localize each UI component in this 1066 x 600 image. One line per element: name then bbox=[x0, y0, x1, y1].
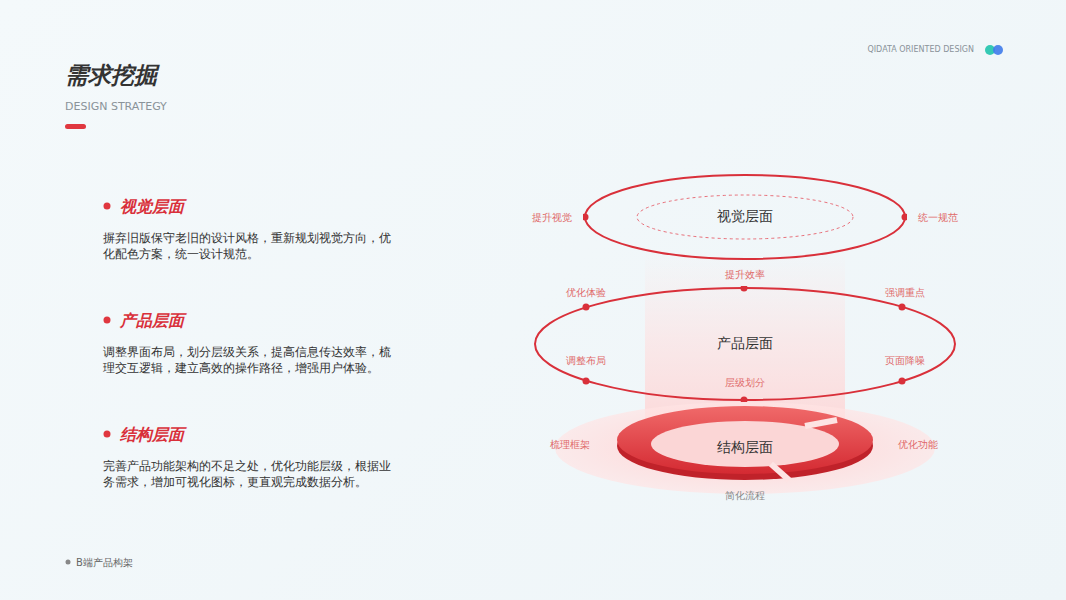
annotation: 统一规范 bbox=[918, 211, 958, 225]
annotation: 页面降噪 bbox=[885, 354, 925, 368]
annotation: 优化体验 bbox=[566, 286, 606, 300]
annotation: 梳理框架 bbox=[550, 438, 590, 452]
annotation: 层级划分 bbox=[725, 376, 765, 390]
layer-ellipse: 结构层面 bbox=[553, 400, 937, 496]
layer-name: 产品层面 bbox=[717, 335, 773, 353]
annotation: 提升视觉 bbox=[532, 211, 572, 225]
brand-text: QIDATA ORIENTED DESIGN bbox=[867, 45, 974, 54]
annotation: 提升效率 bbox=[725, 268, 765, 282]
section-body: 摒弃旧版保守老旧的设计风格，重新规划视觉方向，优化配色方案，统一设计规范。 bbox=[103, 230, 393, 262]
accent-bar bbox=[65, 124, 86, 129]
subtitle: DESIGN STRATEGY bbox=[65, 100, 167, 113]
bullet-dot bbox=[104, 431, 111, 438]
section-heading: 产品层面 bbox=[120, 311, 184, 332]
layer-ellipse: 视觉层面 bbox=[583, 173, 907, 261]
layer-name: 视觉层面 bbox=[717, 208, 773, 226]
bullet-dot bbox=[104, 203, 111, 210]
layer-name: 结构层面 bbox=[717, 439, 773, 457]
section-body: 完善产品功能架构的不足之处，优化功能层级，根据业务需求，增加可视化图标，更直观完… bbox=[103, 458, 393, 490]
annotation: 简化流程 bbox=[725, 489, 765, 503]
page-title: 需求挖掘 bbox=[65, 60, 157, 91]
annotation: 优化功能 bbox=[898, 438, 938, 452]
annotation: 调整布局 bbox=[566, 354, 606, 368]
section-body: 调整界面布局，划分层级关系，提高信息传达效率，梳理交互逻辑，建立高效的操作路径，… bbox=[103, 344, 393, 376]
bullet-dot bbox=[66, 560, 71, 565]
footer-note: B端产品构架 bbox=[76, 556, 133, 570]
bullet-dot bbox=[104, 317, 111, 324]
section-heading: 结构层面 bbox=[120, 425, 184, 446]
light-beam bbox=[645, 250, 845, 425]
annotation: 强调重点 bbox=[885, 286, 925, 300]
logo-dot bbox=[993, 45, 1003, 55]
section-heading: 视觉层面 bbox=[120, 197, 184, 218]
